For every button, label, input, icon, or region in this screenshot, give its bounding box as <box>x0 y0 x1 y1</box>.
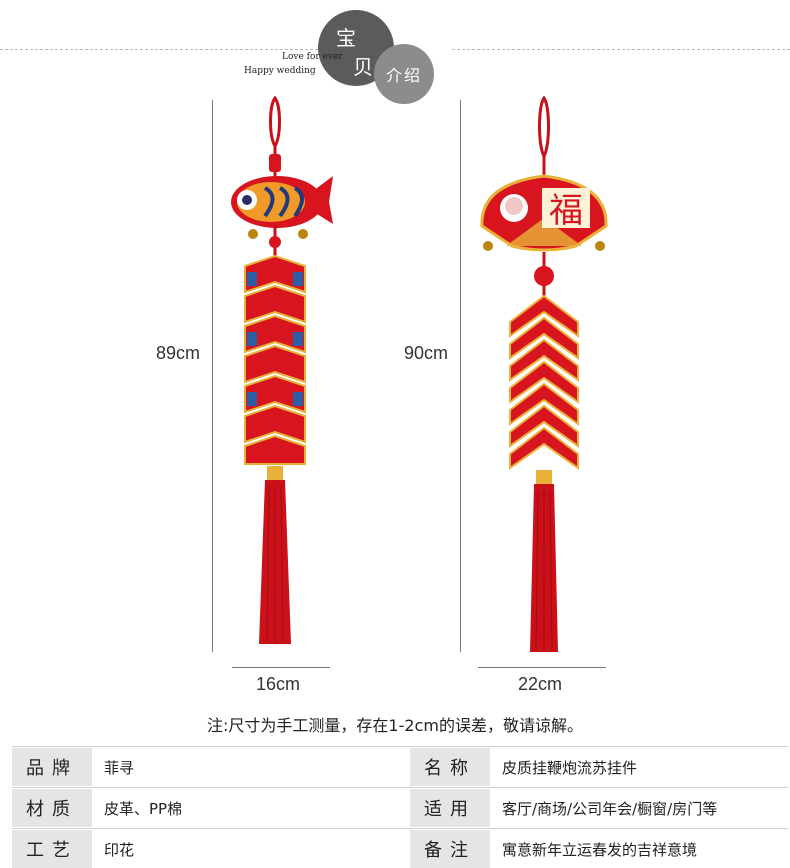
table-divider <box>12 787 788 788</box>
table-divider <box>12 746 788 747</box>
table-row: 工艺 印花 备注 寓意新年立运春发的吉祥意境 <box>12 830 788 868</box>
spec-label-name: 名称 <box>410 748 490 786</box>
spec-value-remark: 寓意新年立运春发的吉祥意境 <box>490 830 788 868</box>
spec-value-usage: 客厅/商场/公司年会/橱窗/房门等 <box>490 789 788 827</box>
height-line-right <box>460 100 461 652</box>
fu-fan-firecracker-ornament: 福 <box>480 96 608 652</box>
spec-label-craft: 工艺 <box>12 830 92 868</box>
measurement-note: 注:尺寸为手工测量，存在1-2cm的误差，敬请谅解。 <box>207 716 583 735</box>
header-divider-left <box>0 49 318 50</box>
spec-value-name: 皮质挂鞭炮流苏挂件 <box>490 748 788 786</box>
section-title-char-1: 宝 <box>336 26 356 50</box>
table-row: 材质 皮革、PP棉 适用 客厅/商场/公司年会/橱窗/房门等 <box>12 789 788 827</box>
fish-icon <box>231 176 333 228</box>
tassel-icon <box>259 466 291 644</box>
table-divider <box>12 828 788 829</box>
firecracker-chevrons-icon <box>509 294 579 470</box>
spec-value-material: 皮革、PP棉 <box>92 789 408 827</box>
firecracker-stack-icon <box>244 254 306 465</box>
tagline-love: Love for ever <box>282 52 343 62</box>
header-divider-right <box>452 49 790 50</box>
spec-value-craft: 印花 <box>92 830 408 868</box>
table-row: 品牌 菲寻 名称 皮质挂鞭炮流苏挂件 <box>12 748 788 786</box>
width-label-right: 22cm <box>518 674 563 694</box>
width-line-right <box>478 667 606 668</box>
spec-label-remark: 备注 <box>410 830 490 868</box>
width-line-left <box>232 667 330 668</box>
spec-value-brand: 菲寻 <box>92 748 408 786</box>
fan-icon: 福 <box>480 174 608 252</box>
width-label-left: 16cm <box>256 674 301 694</box>
tassel-icon <box>530 470 558 652</box>
height-line-left <box>212 100 213 652</box>
fish-firecracker-ornament <box>231 96 333 644</box>
height-label-right: 90cm <box>404 343 449 363</box>
title-circle-light: 介绍 <box>374 44 434 104</box>
height-label-left: 89cm <box>156 343 201 363</box>
spec-label-material: 材质 <box>12 789 92 827</box>
spec-label-brand: 品牌 <box>12 748 92 786</box>
spec-label-usage: 适用 <box>410 789 490 827</box>
section-title-char-2: 贝 <box>353 55 373 79</box>
section-subtitle: 介绍 <box>385 66 422 85</box>
tagline-happy: Happy wedding <box>244 66 316 76</box>
fu-character: 福 <box>549 191 583 231</box>
